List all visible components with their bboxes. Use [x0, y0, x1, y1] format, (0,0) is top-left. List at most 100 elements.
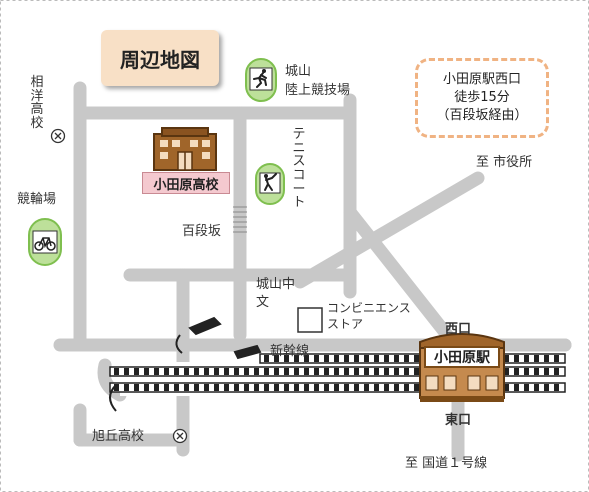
- rail-tie: [544, 355, 549, 362]
- rail-tie: [364, 384, 369, 391]
- rail-tie: [304, 384, 309, 391]
- rail-tie: [284, 384, 289, 391]
- rail-tie: [374, 355, 379, 362]
- rail-tie: [314, 368, 319, 375]
- to-city-hall-label: 至 市役所: [476, 155, 533, 170]
- rail-tie: [204, 368, 209, 375]
- school-mark-icon: [50, 128, 66, 148]
- road-diagonal-north: [293, 171, 485, 289]
- rail-tie: [204, 384, 209, 391]
- rail-tie: [514, 384, 519, 391]
- rail-tie: [144, 384, 149, 391]
- stairs-hyakudanzaka: [233, 206, 247, 233]
- rail-tie: [364, 368, 369, 375]
- rail-tie: [264, 384, 269, 391]
- kyukyo-hs-label: 旭丘高校: [92, 429, 145, 444]
- rail-tie: [134, 384, 139, 391]
- rail-tie: [224, 384, 229, 391]
- rail-tie: [394, 384, 399, 391]
- access-line-3: （百段坂経由）: [436, 108, 528, 124]
- hyakudanzaka-label: 百段坂: [182, 224, 222, 239]
- rail-tie: [294, 355, 299, 362]
- rail-tie: [144, 368, 149, 375]
- running-icon: [245, 58, 277, 106]
- rail-tie: [274, 368, 279, 375]
- rail-tie: [304, 368, 309, 375]
- rail-tie: [554, 384, 559, 391]
- rail-tie: [134, 368, 139, 375]
- rail-tie: [324, 368, 329, 375]
- rail-tie: [184, 384, 189, 391]
- rail-tie: [524, 355, 529, 362]
- rail-tie: [414, 384, 419, 391]
- rail-tie: [174, 384, 179, 391]
- shinkansen-label: 新幹線: [270, 344, 310, 359]
- bicycle-icon: [28, 218, 62, 270]
- rail-tie: [214, 384, 219, 391]
- rail-tie: [254, 384, 259, 391]
- rail-tie: [234, 384, 239, 391]
- rail-tie: [264, 368, 269, 375]
- rail-tie: [264, 355, 269, 362]
- convenience-label-2: ストア: [327, 317, 364, 331]
- rail-tie: [384, 368, 389, 375]
- rail-tie: [234, 368, 239, 375]
- rail-tie: [364, 355, 369, 362]
- rail-tie: [244, 384, 249, 391]
- rail-tie: [524, 368, 529, 375]
- convenience-label-1: コンビニエンス: [327, 301, 411, 315]
- rail-tie: [114, 368, 119, 375]
- rail-tie: [404, 368, 409, 375]
- rail-tie: [224, 368, 229, 375]
- tennis-icon: [255, 163, 285, 209]
- rail-tie: [394, 368, 399, 375]
- rail-tie: [544, 368, 549, 375]
- rail-tie: [504, 368, 509, 375]
- rail-tie: [414, 368, 419, 375]
- rail-tie: [344, 384, 349, 391]
- rail-tie: [254, 368, 259, 375]
- rail-tie: [154, 384, 159, 391]
- rail-tie: [524, 384, 529, 391]
- access-line-2: 徒歩15分: [454, 89, 510, 105]
- tunnel-markers: [109, 316, 262, 412]
- school-mark-icon: 文: [256, 295, 270, 310]
- rail-tie: [554, 368, 559, 375]
- rail-tie: [184, 368, 189, 375]
- stadium-label-2: 陸上競技場: [285, 83, 351, 98]
- rail-tie: [164, 384, 169, 391]
- rail-tie: [394, 355, 399, 362]
- rail-tie: [354, 368, 359, 375]
- rail-tie: [334, 384, 339, 391]
- stadium-label-1: 城山: [285, 64, 312, 79]
- rail-tie: [194, 384, 199, 391]
- rail-tie: [124, 368, 129, 375]
- tennis-court-label: テニスコート: [292, 127, 306, 211]
- west-exit-label: 西口: [445, 322, 472, 337]
- rail-tie: [354, 355, 359, 362]
- rail-tie: [244, 368, 249, 375]
- joyama-jhs-label: 城山中: [256, 277, 296, 292]
- rail-tie: [114, 384, 119, 391]
- rail-tie: [354, 384, 359, 391]
- rail-tie: [154, 368, 159, 375]
- rail-tie: [174, 368, 179, 375]
- rail-tie: [274, 355, 279, 362]
- rail-tie: [384, 384, 389, 391]
- rail-tie: [314, 384, 319, 391]
- rail-tie: [534, 384, 539, 391]
- rail-tie: [404, 384, 409, 391]
- rail-tie: [294, 384, 299, 391]
- map-title: 周辺地図: [101, 30, 219, 86]
- rail-tie: [284, 355, 289, 362]
- rail-tie: [304, 355, 309, 362]
- rail-tie: [124, 384, 129, 391]
- rail-tie: [384, 355, 389, 362]
- school-mark-icon: [172, 428, 188, 448]
- rail-tie: [324, 384, 329, 391]
- rail-tie: [554, 355, 559, 362]
- rail-tie: [284, 368, 289, 375]
- rail-tie: [504, 355, 509, 362]
